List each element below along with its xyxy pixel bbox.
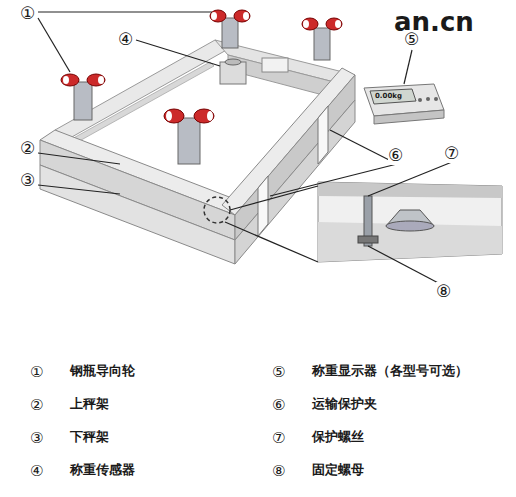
key-text: 下秤架 (70, 430, 109, 444)
display-reading: 0.00kg (375, 93, 402, 101)
guide-wheel (210, 10, 250, 48)
transport-clip (318, 106, 328, 164)
weight-display (364, 84, 444, 124)
transport-clip (258, 176, 268, 236)
callout-number: ④ (118, 30, 133, 49)
callout-number: ⑦ (444, 144, 459, 163)
key-number: ⑦ (272, 430, 285, 447)
callout-number: ⑧ (436, 282, 451, 301)
load-cell-top (225, 59, 241, 65)
lower-frame-side (40, 165, 235, 264)
key-number: ⑥ (272, 397, 285, 414)
key-number: ③ (30, 430, 43, 447)
callout-number: ③ (20, 171, 35, 190)
key-number: ① (30, 364, 43, 381)
key-text: 称重传感器 (70, 463, 135, 477)
key-number: ② (30, 397, 43, 414)
key-text: 上秤架 (70, 397, 109, 411)
key-text: 钢瓶导向轮 (70, 364, 135, 378)
key-text: 称重显示器（各型号可选） (312, 364, 468, 378)
key-text: 运输保护夹 (312, 397, 377, 411)
detail-circle (204, 197, 230, 223)
callout-number: ⑥ (388, 146, 403, 165)
back-left-bar (55, 40, 230, 138)
key-number: ⑤ (272, 364, 285, 381)
detail-inset (318, 182, 502, 262)
plate (262, 58, 288, 72)
key-number: ⑧ (272, 463, 285, 480)
guide-wheel (302, 18, 342, 60)
guide-wheel (164, 109, 214, 164)
callout-number: ⑤ (404, 30, 419, 49)
leader-lines (38, 12, 452, 286)
key-text: 固定螺母 (312, 463, 364, 477)
callout-number: ② (20, 139, 35, 158)
key-text: 保护螺丝 (312, 430, 364, 444)
key-number: ④ (30, 463, 43, 480)
callout-number: ① (20, 4, 35, 23)
guide-wheel (61, 74, 105, 120)
